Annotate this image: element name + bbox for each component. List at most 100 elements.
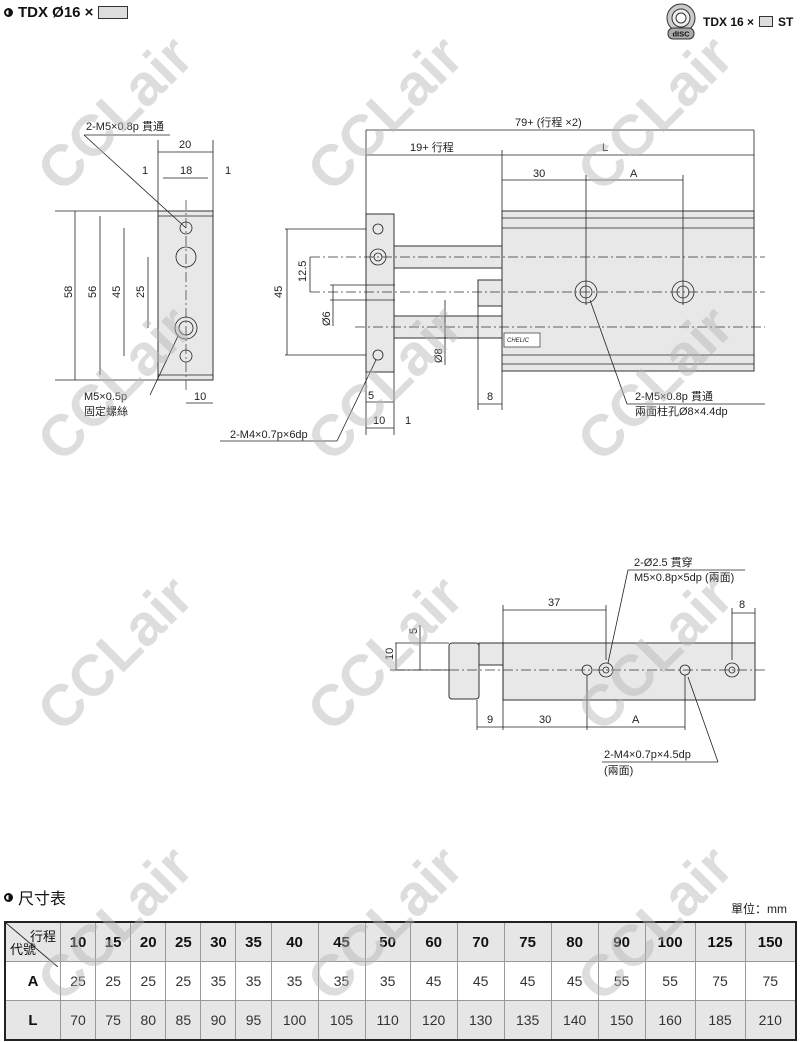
dimension-label: 2-Ø2.5 貫穿 (634, 555, 693, 569)
table-cell: 80 (130, 1000, 167, 1041)
table-cell: 210 (744, 1000, 797, 1041)
dimension-label: 5 (368, 390, 374, 402)
dimension-label: 30 (539, 714, 551, 726)
dimension-label: 25 (135, 286, 147, 298)
front-plate (157, 210, 214, 381)
side-view: CHELIC 79+ (行程 ×2) 19+ 行程 L 30 A 45 12.5… (220, 116, 765, 442)
table-cell: 35 (200, 961, 237, 1001)
table-cell: 35 (364, 961, 411, 1001)
stroke-header: 80 (550, 921, 599, 962)
table-cell: 140 (550, 1000, 599, 1041)
model-title-text: TDX Ø16 × (18, 4, 94, 21)
dimension-label: 45 (111, 286, 123, 298)
table-cell: 35 (317, 961, 366, 1001)
dimension-label: 1 (142, 165, 148, 177)
stroke-header: 20 (130, 921, 167, 962)
variant-text: TDX 16 × (703, 14, 755, 29)
dimension-label: 79+ (行程 ×2) (515, 116, 582, 129)
table-cell: 185 (694, 1000, 746, 1041)
dimension-label: A (630, 168, 638, 180)
bullet-icon (4, 892, 13, 902)
dimension-label: 2-M4×0.7p×6dp (230, 429, 308, 441)
row-code: L (4, 1000, 61, 1041)
stroke-header: 60 (409, 921, 458, 962)
table-cell: 135 (503, 1000, 552, 1041)
stroke-header: 125 (694, 921, 746, 962)
table-cell: 45 (550, 961, 599, 1001)
stroke-header: 150 (744, 921, 797, 962)
bottom-body (502, 642, 756, 701)
stroke-header: 75 (503, 921, 552, 962)
table-cell: 35 (235, 961, 272, 1001)
dimension-label: 1 (405, 415, 411, 427)
table-cell: 55 (597, 961, 646, 1001)
stroke-header: 40 (270, 921, 319, 962)
dimension-label: 10 (373, 415, 385, 427)
table-cell: 90 (200, 1000, 237, 1041)
table-cell: 25 (130, 961, 167, 1001)
dimension-label: (兩面) (604, 765, 633, 777)
table-cell: 95 (235, 1000, 272, 1041)
corner-bottom: 代號 (10, 942, 37, 957)
stroke-header: 90 (597, 921, 646, 962)
table-cell: 70 (59, 1000, 97, 1041)
table-cell: 150 (597, 1000, 646, 1041)
corner-cell: 行程 代號 (4, 921, 61, 967)
dimension-label: Ø6 (321, 311, 333, 326)
cylinder-body (501, 210, 755, 372)
dimension-label: Ø8 (433, 348, 445, 363)
stroke-header: 15 (95, 921, 132, 962)
table-cell: 110 (364, 1000, 411, 1041)
unit-label: 單位：mm (731, 902, 787, 916)
dimension-label: 12.5 (297, 261, 309, 282)
dimension-label: 58 (63, 286, 75, 298)
stroke-header: 50 (364, 921, 411, 962)
dimension-label: 10 (194, 391, 206, 403)
stroke-header: 45 (317, 921, 366, 962)
table-cell: 75 (694, 961, 746, 1001)
dimension-label: 8 (739, 599, 745, 611)
dimension-label: 兩面柱孔Ø8×4.4dp (635, 404, 728, 418)
table-title-text: 尺寸表 (18, 891, 67, 908)
variant-suffix: ST (778, 14, 794, 29)
dimension-label: A (632, 714, 640, 726)
dimension-label: 19+ 行程 (410, 141, 454, 154)
dimension-label: 2-M5×0.8p 貫通 (635, 390, 713, 403)
dimension-label: CHELIC (507, 338, 530, 344)
stroke-header: 30 (200, 921, 237, 962)
dimension-label: 56 (87, 286, 99, 298)
table-cell: 120 (409, 1000, 458, 1041)
dimension-label: 37 (548, 597, 560, 609)
dimension-label: 18 (180, 165, 192, 177)
table-cell: 160 (644, 1000, 696, 1041)
table-cell: 100 (270, 1000, 319, 1041)
model-title: TDX Ø16 × (4, 4, 129, 21)
dimension-label: 固定螺絲 (84, 404, 128, 418)
dimension-label: L (602, 142, 608, 154)
stroke-header: 25 (165, 921, 202, 962)
table-title: 尺寸表 (4, 885, 66, 909)
stroke-header: 10 (59, 921, 97, 962)
dimension-label: 8 (487, 391, 493, 403)
table-cell: 75 (744, 961, 797, 1001)
table-cell: 35 (270, 961, 319, 1001)
dimension-label: 1 (225, 165, 231, 177)
table-cell: 25 (165, 961, 202, 1001)
table-cell: 75 (95, 1000, 132, 1041)
dimension-label: 9 (487, 714, 493, 726)
table-cell: 105 (317, 1000, 366, 1041)
disc-stopper-icon: dISC (666, 3, 696, 40)
dimension-label: M5×0.8p×5dp (兩面) (634, 572, 734, 584)
row-code: A (4, 961, 61, 1001)
table-cell: 45 (409, 961, 458, 1001)
dimension-label: 2-M5×0.8p 貫通 (86, 120, 164, 133)
dimension-label: 20 (179, 139, 191, 151)
bullet-icon (4, 8, 13, 17)
table-cell: 85 (165, 1000, 202, 1041)
